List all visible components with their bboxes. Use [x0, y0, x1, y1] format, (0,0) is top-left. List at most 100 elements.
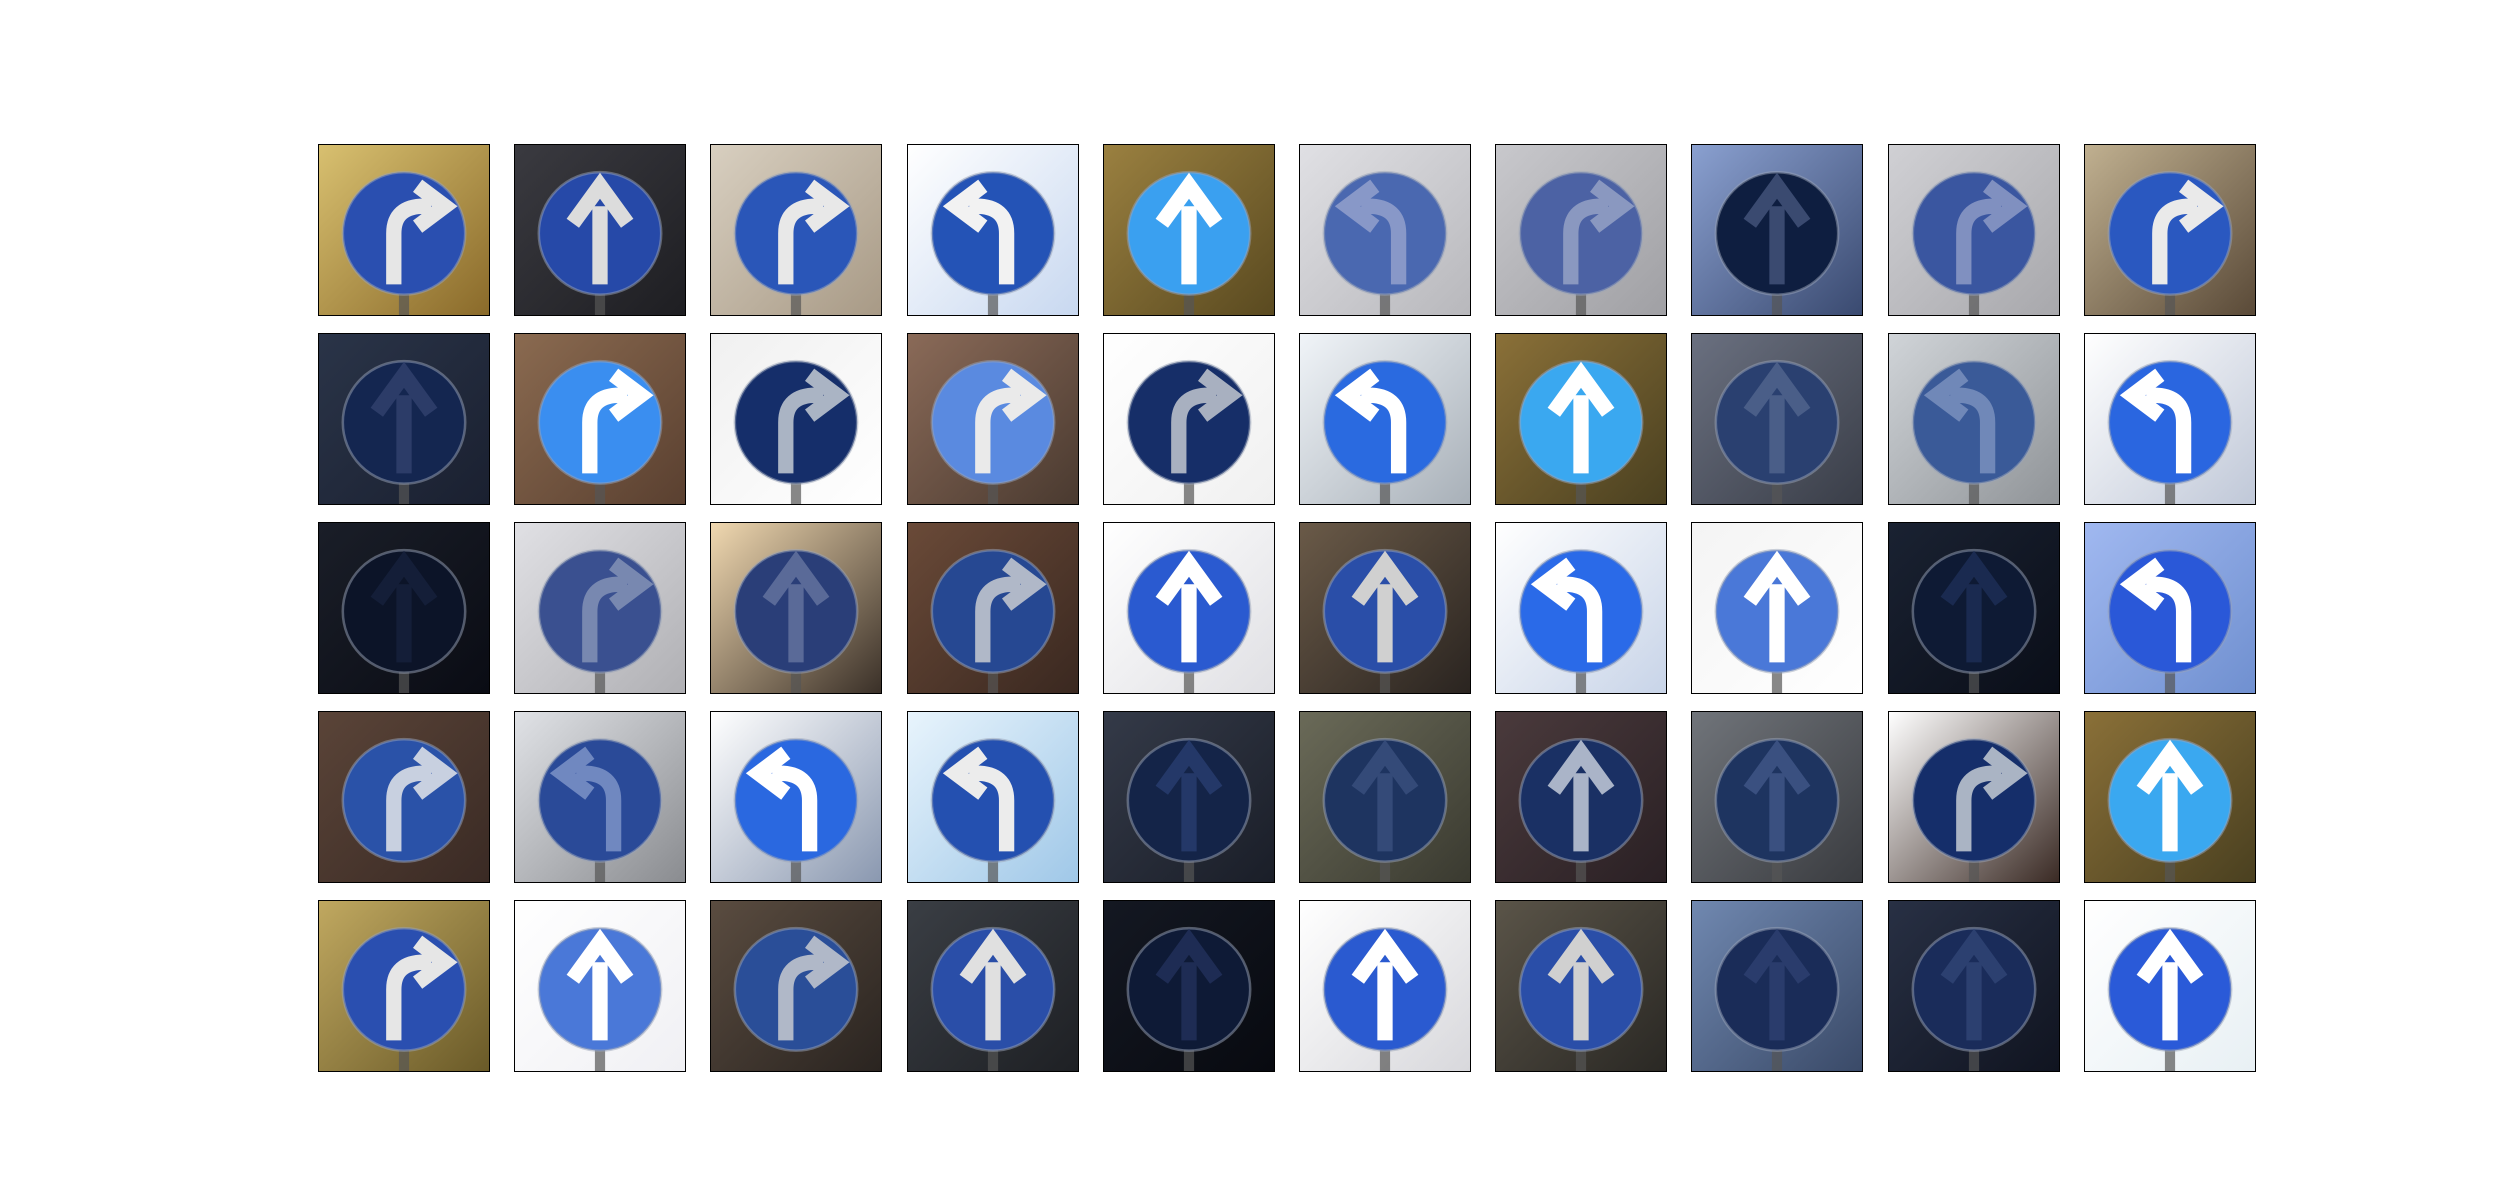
- sign-image: [711, 334, 882, 504]
- sign-image: [319, 334, 489, 504]
- sign-thumbnail: [1299, 522, 1471, 694]
- sign-thumbnail: [318, 900, 490, 1072]
- sign-thumbnail: [906, 522, 1079, 694]
- sign-thumbnail: [1495, 711, 1668, 883]
- sign-thumbnail: [2083, 900, 2256, 1072]
- sign-image: [319, 901, 489, 1071]
- sign-image: [1300, 145, 1470, 315]
- sign-thumbnail: [906, 144, 1079, 316]
- sign-image: [319, 145, 489, 315]
- sign-image: [907, 334, 1078, 504]
- sign-thumbnail: [710, 711, 883, 883]
- sign-thumbnail: [1102, 144, 1275, 316]
- sign-image: [1300, 712, 1470, 882]
- sign-thumbnail: [1102, 333, 1275, 505]
- sign-thumbnail: [1691, 900, 1864, 1072]
- sign-image: [1888, 523, 2059, 693]
- sign-image: [1103, 523, 1274, 693]
- sign-thumbnail: [710, 333, 883, 505]
- sign-thumbnail: [1102, 522, 1275, 694]
- sign-thumbnail: [710, 522, 883, 694]
- sign-image: [1103, 334, 1274, 504]
- sign-thumbnail: [2083, 144, 2256, 316]
- sign-image: [2084, 523, 2255, 693]
- sign-thumbnail: [1887, 522, 2060, 694]
- sign-thumbnail: [514, 711, 687, 883]
- sign-image: [711, 145, 882, 315]
- sign-image: [907, 712, 1078, 882]
- sign-image: [2084, 145, 2255, 315]
- sign-image: [1496, 901, 1667, 1071]
- sign-image: [711, 712, 882, 882]
- sign-image: [515, 901, 686, 1071]
- sign-image: [1888, 901, 2059, 1071]
- sign-thumbnail: [318, 522, 490, 694]
- sign-image: [515, 145, 686, 315]
- sign-thumbnail: [1299, 900, 1471, 1072]
- sign-image: [1888, 334, 2059, 504]
- sign-thumbnail: [1691, 711, 1864, 883]
- sign-image: [1692, 145, 1863, 315]
- sign-image: [1888, 145, 2059, 315]
- sign-image: [1300, 334, 1470, 504]
- sign-thumbnail: [1691, 333, 1864, 505]
- sign-thumbnail: [710, 900, 883, 1072]
- sign-thumbnail: [1887, 144, 2060, 316]
- sign-image: [515, 712, 686, 882]
- sign-thumbnail: [2083, 333, 2256, 505]
- sign-image: [2084, 334, 2255, 504]
- sign-thumbnail: [710, 144, 883, 316]
- sign-image: [907, 145, 1078, 315]
- sign-image: [907, 523, 1078, 693]
- sign-image: [2084, 901, 2255, 1071]
- sign-thumbnail: [1299, 333, 1471, 505]
- sign-image: [1300, 523, 1470, 693]
- sign-thumbnail: [906, 900, 1079, 1072]
- sign-image: [1692, 523, 1863, 693]
- sign-image: [515, 523, 686, 693]
- sign-thumbnail: [1299, 144, 1471, 316]
- sign-thumbnail: [1495, 333, 1668, 505]
- sign-image: [907, 901, 1078, 1071]
- sign-thumbnail: [1495, 522, 1668, 694]
- sign-thumbnail: [318, 333, 490, 505]
- sign-thumbnail: [514, 900, 687, 1072]
- sign-image: [2084, 712, 2255, 882]
- sign-thumbnail: [1887, 900, 2060, 1072]
- sign-thumbnail: [1495, 144, 1668, 316]
- sign-image: [1692, 712, 1863, 882]
- sign-thumbnail: [906, 333, 1079, 505]
- sign-thumbnail: [514, 333, 687, 505]
- sign-thumbnail: [2083, 711, 2256, 883]
- sign-image: [1496, 145, 1667, 315]
- sign-image: [711, 901, 882, 1071]
- sign-image: [1692, 901, 1863, 1071]
- sign-thumbnail: [318, 711, 490, 883]
- sign-image: [1888, 712, 2059, 882]
- sign-image: [1692, 334, 1863, 504]
- sign-image: [515, 334, 686, 504]
- sign-thumbnail: [514, 522, 687, 694]
- sign-image: [1300, 901, 1470, 1071]
- sign-image: [711, 523, 882, 693]
- sign-thumbnail: [1691, 522, 1864, 694]
- sign-thumbnail: [1887, 333, 2060, 505]
- sign-thumbnail: [318, 144, 490, 316]
- sign-thumbnail: [1495, 900, 1668, 1072]
- sign-image: [1103, 145, 1274, 315]
- sign-image: [1103, 901, 1274, 1071]
- sign-thumbnail: [1299, 711, 1471, 883]
- sign-thumbnail: [514, 144, 687, 316]
- sign-image: [1496, 523, 1667, 693]
- sign-thumbnail: [906, 711, 1079, 883]
- sign-thumbnail: [2083, 522, 2256, 694]
- sign-image: [319, 712, 489, 882]
- sign-thumbnail: [1102, 711, 1275, 883]
- sign-thumbnail: [1102, 900, 1275, 1072]
- sign-thumbnail: [1887, 711, 2060, 883]
- sign-image: [319, 523, 489, 693]
- sign-image: [1103, 712, 1274, 882]
- sign-image: [1496, 712, 1667, 882]
- sign-image: [1496, 334, 1667, 504]
